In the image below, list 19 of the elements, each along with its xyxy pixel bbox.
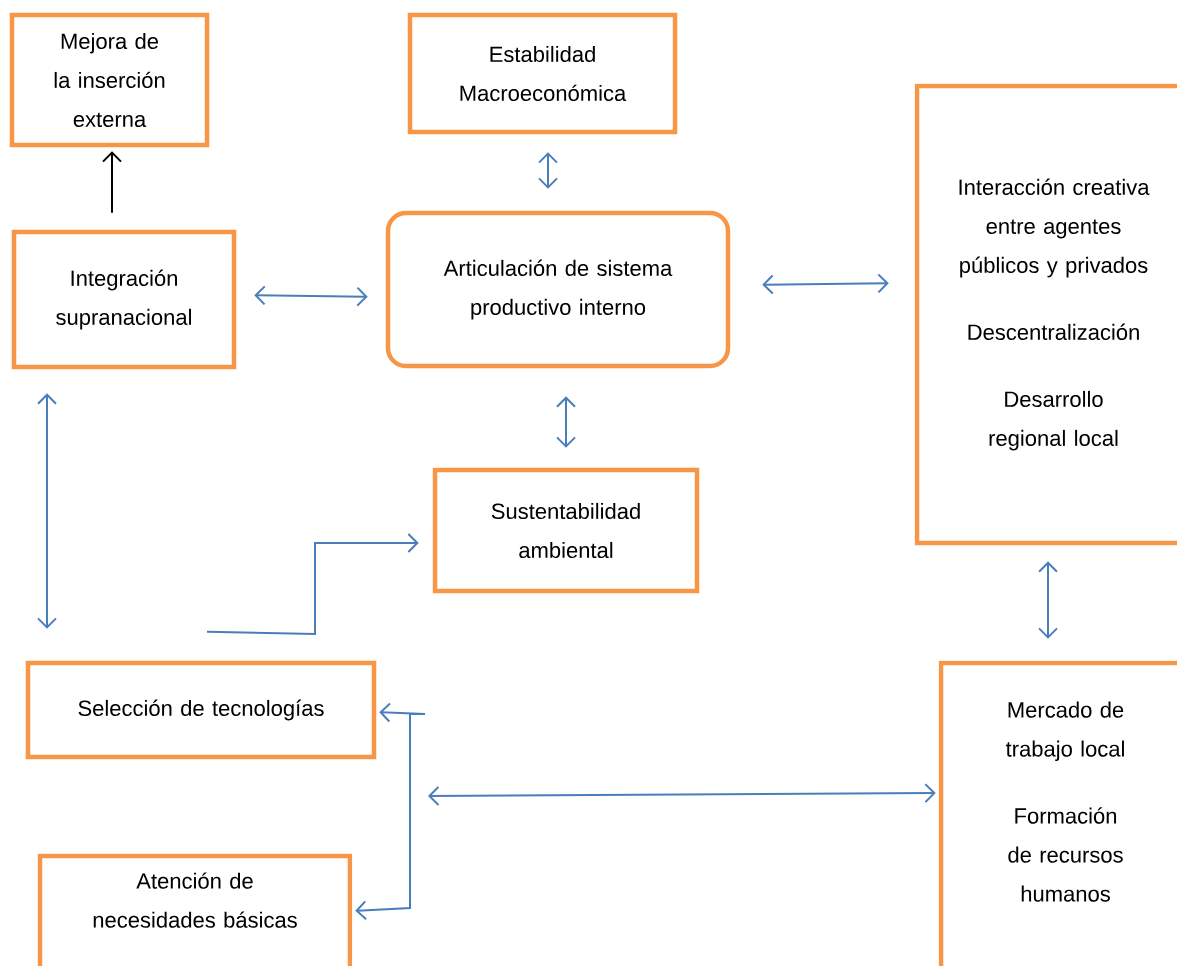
- arrow: [254, 285, 368, 307]
- arrow: [428, 783, 936, 806]
- arrow: [37, 393, 57, 629]
- arrow: [762, 273, 889, 295]
- process-box: Atención de necesidades básicas: [37, 853, 353, 966]
- arrow: [538, 152, 558, 189]
- process-box: Interacción creativa entre agentes públicos y privados Descentralización Desarrollo regional local: [914, 83, 1177, 546]
- process-box: Mercado de trabajo local Formación de recursos humanos: [938, 660, 1177, 966]
- process-box: Sustentabilidad ambiental: [432, 467, 700, 594]
- arrow: [102, 151, 122, 214]
- arrow: [556, 396, 576, 448]
- arrow: [1038, 561, 1058, 639]
- process-box: Selección de tecnologías: [25, 660, 377, 760]
- process-box: Integración supranacional: [11, 229, 237, 370]
- rounded-box: Articulación de sistema productivo interno: [385, 210, 731, 369]
- arrow: [355, 713, 426, 921]
- arrow: [206, 533, 419, 636]
- process-box: Mejora de la inserción externa: [9, 12, 210, 148]
- process-box: Estabilidad Macroeconómica: [407, 12, 678, 135]
